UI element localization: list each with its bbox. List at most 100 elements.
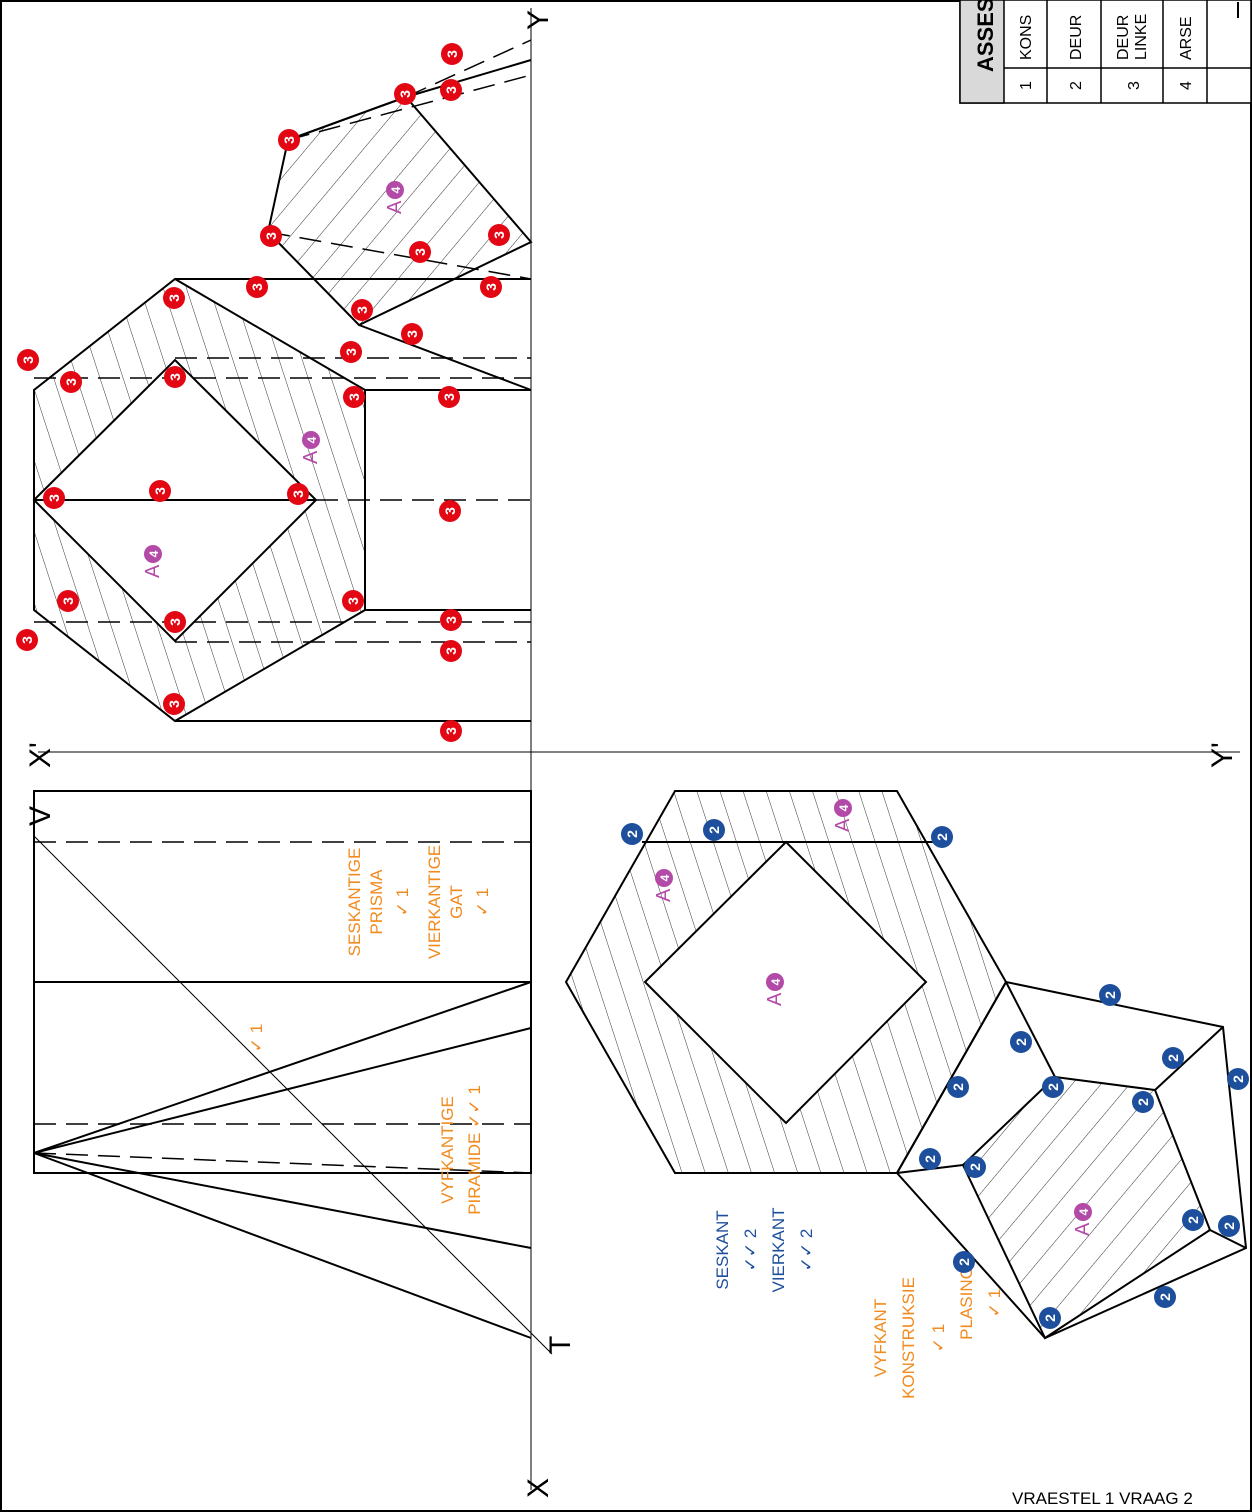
svg-text:3: 3 bbox=[412, 248, 428, 256]
svg-text:3: 3 bbox=[443, 86, 459, 94]
footer-label: VRAESTEL 1 VRAAG 2 bbox=[1012, 1489, 1193, 1508]
svg-text:2: 2 bbox=[1135, 1098, 1151, 1106]
svg-text:3: 3 bbox=[443, 647, 459, 655]
table-title: ASSES bbox=[973, 0, 998, 72]
svg-text:3: 3 bbox=[491, 231, 507, 239]
red-mark-3: 3 bbox=[17, 349, 39, 371]
orange-notes: SESKANTIGE PRISMA ✓ 1 VIERKANTIGE GAT ✓ … bbox=[247, 845, 1004, 1399]
svg-text:4: 4 bbox=[305, 436, 319, 443]
blue-mark-2: 2 bbox=[1099, 984, 1121, 1006]
table-row-text: LINKE bbox=[1133, 14, 1150, 60]
label-y-prime: Y' bbox=[1206, 742, 1239, 768]
svg-text:3: 3 bbox=[444, 50, 460, 58]
red-mark-3: 3 bbox=[438, 386, 460, 408]
left-view bbox=[33, 790, 532, 1339]
note-placing-1: PLASING bbox=[957, 1266, 976, 1340]
svg-text:3: 3 bbox=[167, 618, 183, 626]
section-label: A 4 bbox=[142, 545, 164, 578]
reference-lines bbox=[33, 8, 1240, 1490]
red-mark-3: 3 bbox=[246, 276, 268, 298]
axis-labels: X Y X' Y' V T bbox=[24, 10, 1239, 1498]
table-row-num: 4 bbox=[1178, 81, 1195, 90]
red-mark-3: 3 bbox=[340, 341, 362, 363]
table-row-text: KONS bbox=[1018, 15, 1035, 60]
svg-text:2: 2 bbox=[922, 1155, 938, 1163]
svg-text:4: 4 bbox=[837, 804, 851, 811]
blue-mark-2: 2 bbox=[1039, 1307, 1061, 1329]
label-x-prime: X' bbox=[24, 742, 57, 768]
red-marks: 3 3 3 3 3 3 3 3 3 3 3 3 3 3 3 3 3 3 3 3 … bbox=[16, 43, 510, 742]
blue-mark-2: 2 bbox=[1132, 1091, 1154, 1113]
red-mark-3: 3 bbox=[409, 241, 431, 263]
section-label: A 4 bbox=[300, 431, 322, 464]
red-mark-3: 3 bbox=[480, 276, 502, 298]
lower-square-hole bbox=[643, 840, 928, 1125]
section-label: A 4 bbox=[653, 869, 675, 902]
note-prism-1: SESKANTIGE bbox=[345, 848, 364, 957]
red-mark-3: 3 bbox=[488, 224, 510, 246]
svg-text:2: 2 bbox=[1102, 991, 1118, 999]
label-v: V bbox=[24, 806, 57, 826]
svg-text:2: 2 bbox=[706, 826, 722, 834]
label-t: T bbox=[544, 1336, 577, 1354]
section-label: A 4 bbox=[764, 973, 786, 1006]
blue-mark-2: 2 bbox=[919, 1148, 941, 1170]
table-row-text: DEUR bbox=[1115, 15, 1132, 60]
svg-text:3: 3 bbox=[441, 393, 457, 401]
note-pyramid-2: PIRAMIDE ✓✓ 1 bbox=[465, 1085, 484, 1215]
red-mark-3: 3 bbox=[343, 386, 365, 408]
svg-text:4: 4 bbox=[769, 978, 783, 985]
svg-text:3: 3 bbox=[263, 232, 279, 240]
blue-mark-2: 2 bbox=[1010, 1031, 1032, 1053]
assessment-table: ASSES 1 KONS 2 DEUR 3 DEUR LINKE 4 ARSE bbox=[959, 0, 1252, 104]
table-row-num: 1 bbox=[1018, 81, 1035, 90]
label-y: Y bbox=[522, 10, 555, 30]
table-row-text: ARSE bbox=[1178, 16, 1195, 60]
svg-text:3: 3 bbox=[354, 306, 370, 314]
svg-text:3: 3 bbox=[63, 378, 79, 386]
blue-mark-2: 2 bbox=[1162, 1047, 1184, 1069]
blue-mark-2: 2 bbox=[621, 823, 643, 845]
svg-text:3: 3 bbox=[167, 373, 183, 381]
svg-text:4: 4 bbox=[389, 186, 403, 193]
note-prism-3: ✓ 1 bbox=[393, 888, 412, 916]
note-square-2: ✓✓ 2 bbox=[797, 1229, 816, 1272]
section-label: A 4 bbox=[1072, 1203, 1094, 1236]
blue-mark-2: 2 bbox=[1182, 1209, 1204, 1231]
lower-pentagon-inner bbox=[961, 1075, 1212, 1340]
blue-mark-2: 2 bbox=[703, 819, 725, 841]
label-x: X bbox=[522, 1478, 555, 1498]
svg-text:A: A bbox=[832, 818, 854, 832]
svg-text:A: A bbox=[384, 200, 406, 214]
blue-mark-2: 2 bbox=[1227, 1068, 1249, 1090]
note-square-1: VIERKANT bbox=[769, 1207, 788, 1292]
svg-text:2: 2 bbox=[950, 1083, 966, 1091]
svg-text:3: 3 bbox=[249, 283, 265, 291]
svg-text:2: 2 bbox=[1042, 1314, 1058, 1322]
svg-text:3: 3 bbox=[166, 294, 182, 302]
pyramid-hidden-line bbox=[33, 1152, 532, 1174]
pyramid-lines bbox=[33, 981, 532, 1339]
svg-text:A: A bbox=[653, 888, 675, 902]
svg-text:3: 3 bbox=[397, 90, 413, 98]
svg-text:3: 3 bbox=[166, 700, 182, 708]
svg-text:2: 2 bbox=[1157, 1293, 1173, 1301]
table-row-text: DEUR bbox=[1068, 15, 1085, 60]
blue-mark-2: 2 bbox=[947, 1076, 969, 1098]
red-mark-3: 3 bbox=[440, 609, 462, 631]
note-pyramid-1: VYFKANTIGE bbox=[438, 1096, 457, 1204]
blue-mark-2: 2 bbox=[953, 1251, 975, 1273]
svg-text:A: A bbox=[142, 564, 164, 578]
blue-notes: SESKANT ✓✓ 2 VIERKANT ✓✓ 2 bbox=[713, 1207, 816, 1292]
svg-text:3: 3 bbox=[281, 136, 297, 144]
red-mark-3: 3 bbox=[342, 590, 364, 612]
red-mark-3: 3 bbox=[60, 371, 82, 393]
red-mark-3: 3 bbox=[164, 611, 186, 633]
blue-mark-2: 2 bbox=[1154, 1286, 1176, 1308]
svg-text:4: 4 bbox=[147, 550, 161, 557]
red-mark-3: 3 bbox=[287, 483, 309, 505]
note-hole-2: GAT bbox=[447, 885, 466, 919]
svg-text:3: 3 bbox=[20, 356, 36, 364]
section-label: A 4 bbox=[832, 799, 854, 832]
svg-text:2: 2 bbox=[934, 833, 950, 841]
